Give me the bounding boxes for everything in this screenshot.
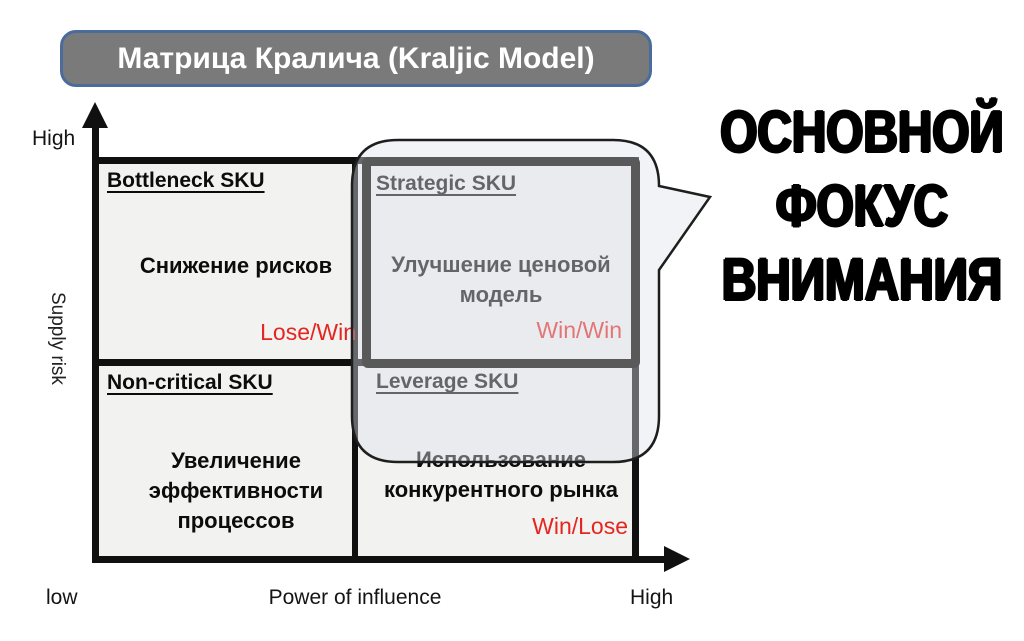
quadrant-non-critical-header: Non-critical SKU: [107, 371, 273, 394]
x-axis-title: Power of influence: [268, 586, 442, 609]
quadrant-non-critical-body-line: процессов: [177, 508, 295, 533]
y-axis-line: [92, 122, 99, 563]
main-focus-text-line: ВНИМАНИЯ: [721, 247, 1003, 314]
quadrant-non-critical-body-line: Увеличение: [171, 448, 301, 473]
quadrant-bottleneck-body: Снижение рисков: [112, 251, 360, 281]
quadrant-leverage-body-line: Использование: [415, 447, 587, 472]
quadrant-leverage-body-line: конкурентного рынка: [383, 477, 619, 502]
main-focus-text-line: ФОКУС: [775, 173, 949, 240]
quadrant-bottleneck-body-line: Снижение рисков: [139, 253, 333, 278]
quadrant-leverage-outcome: Win/Lose: [532, 513, 628, 539]
quadrant-non-critical-body-line: эффективности: [148, 478, 324, 503]
quadrant-non-critical-body: Увеличение эффективности процессов: [112, 446, 360, 536]
slide-title-text: Матрица Кралича (Kraljic Model): [117, 41, 595, 75]
x-axis-line: [92, 556, 670, 563]
y-axis-high-label: High: [32, 127, 76, 150]
quadrant-leverage-header: Leverage SKU: [376, 370, 519, 393]
y-axis-arrow-icon: [82, 102, 108, 128]
x-axis-arrow-icon: [664, 546, 690, 572]
x-axis-high-label: High: [630, 586, 674, 609]
quadrant-bottleneck-outcome: Lose/Win: [260, 319, 356, 345]
quadrant-bottleneck-header: Bottleneck SKU: [107, 169, 265, 192]
quadrant-leverage-body: Использование конкурентного рынка: [368, 445, 634, 505]
main-focus-text-line: ОСНОВНОЙ: [720, 99, 1004, 166]
main-focus-text: ОСНОВНОЙ ФОКУС ВНИМАНИЯ: [707, 96, 1017, 318]
x-axis-low-label: low: [46, 586, 78, 609]
slide-title: Матрица Кралича (Kraljic Model): [60, 30, 652, 87]
y-axis-title: Supply risk: [47, 292, 68, 385]
strategic-quadrant-highlight-frame: [362, 157, 640, 368]
